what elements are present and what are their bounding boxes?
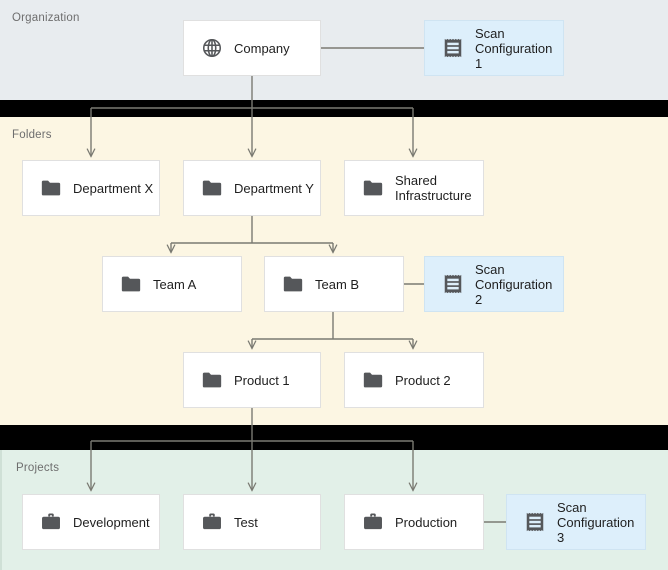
node-label: Team A [153,276,197,292]
node-label: Shared Infrastructure [395,173,472,203]
node-department-y[interactable]: Department Y [183,160,321,216]
node-label: Department Y [234,180,314,196]
receipt-icon [444,274,462,294]
section-label-folders: Folders [12,129,52,141]
briefcase-icon [364,513,382,530]
folder-icon [202,180,222,196]
node-label: Product 2 [395,372,451,388]
node-label: Production [395,514,458,530]
briefcase-icon [203,513,221,530]
node-label: Development [73,514,150,530]
section-label-projects: Projects [16,462,60,474]
node-scan-configuration-3[interactable]: Scan Configuration 3 [506,494,646,550]
node-product-2[interactable]: Product 2 [344,352,484,408]
node-development[interactable]: Development [22,494,160,550]
briefcase-icon [42,513,60,530]
receipt-icon [444,38,462,58]
node-label: Scan Configuration 1 [475,25,553,71]
node-label: Scan Configuration 3 [557,499,635,545]
node-label: Company [234,40,290,56]
node-company[interactable]: Company [183,20,321,76]
folder-icon [363,180,383,196]
node-production[interactable]: Production [344,494,484,550]
node-scan-configuration-1[interactable]: Scan Configuration 1 [424,20,564,76]
node-scan-configuration-2[interactable]: Scan Configuration 2 [424,256,564,312]
folder-icon [121,276,141,292]
node-label: Department X [73,180,154,196]
section-label-organization: Organization [12,12,80,24]
node-label: Test [234,514,258,530]
folder-icon [41,180,61,196]
receipt-icon [526,512,544,532]
node-test[interactable]: Test [183,494,321,550]
node-team-a[interactable]: Team A [102,256,242,312]
folder-icon [363,372,383,388]
node-label: Scan Configuration 2 [475,261,553,307]
node-team-b[interactable]: Team B [264,256,404,312]
folder-icon [283,276,303,292]
section-organization: Organization [0,0,668,100]
node-product-1[interactable]: Product 1 [183,352,321,408]
globe-icon [202,38,222,58]
node-shared-infrastructure[interactable]: Shared Infrastructure [344,160,484,216]
node-department-x[interactable]: Department X [22,160,160,216]
node-label: Product 1 [234,372,290,388]
node-label: Team B [315,276,360,292]
folder-icon [202,372,222,388]
